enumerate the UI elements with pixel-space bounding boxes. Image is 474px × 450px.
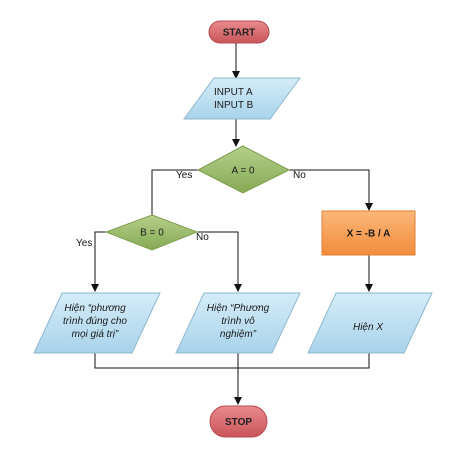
- edge-decision-b-no: [197, 231, 242, 292]
- decision-b-shape: [104, 214, 199, 251]
- input-label-b: INPUT B: [214, 100, 254, 111]
- stop-label: STOP: [225, 417, 252, 428]
- output-no-solution-shape: [175, 292, 301, 354]
- output-x: Hiện X: [307, 292, 433, 354]
- edge-decision-a-no: [289, 169, 373, 211]
- decision-b-yes-label: Yes: [76, 238, 92, 249]
- start-terminal-shape: [208, 20, 270, 44]
- input-label-a: INPUT A: [214, 87, 253, 98]
- process-compute-x-label: X = -B / A: [347, 229, 391, 240]
- output-all-values: Hiện “phương trình đúng cho mọi giá trị”: [33, 292, 161, 354]
- stop-terminal-shape: [209, 405, 268, 438]
- decision-b: B = 0: [104, 214, 199, 251]
- process-compute-x-shape: [321, 210, 416, 256]
- decision-a: A = 0: [196, 145, 291, 194]
- edge-decision-b-yes: [91, 231, 106, 292]
- output-no-solution-line3: nghiệm”: [220, 329, 257, 340]
- output-no-solution-line2: trình vô: [221, 316, 255, 327]
- output-no-solution-line1: Hiện “Phương: [207, 303, 270, 314]
- start-terminal: START: [208, 20, 270, 44]
- start-label: START: [223, 28, 256, 39]
- output-all-values-line1: Hiện “phương: [64, 303, 126, 314]
- decision-a-yes-label: Yes: [176, 170, 192, 181]
- decision-a-shape: [196, 145, 291, 194]
- output-all-values-shape: [33, 292, 161, 354]
- edge-output-all-down: [94, 353, 238, 369]
- input-node: INPUT A INPUT B: [183, 77, 301, 120]
- process-compute-x: X = -B / A: [321, 210, 416, 256]
- edges: [91, 42, 373, 405]
- edge-output-x-down: [238, 353, 370, 369]
- output-all-values-line2: trình đúng cho: [63, 316, 127, 327]
- input-node-shape: [183, 77, 301, 120]
- stop-terminal: STOP: [209, 405, 268, 438]
- output-x-label: Hiện X: [353, 322, 383, 333]
- edge-decision-a-yes: [151, 169, 198, 215]
- decision-a-no-label: No: [293, 170, 306, 181]
- output-x-shape: [307, 292, 433, 354]
- output-no-solution: Hiện “Phương trình vô nghiệm”: [175, 292, 301, 354]
- decision-b-label: B = 0: [140, 228, 164, 239]
- decision-a-label: A = 0: [231, 166, 255, 177]
- output-all-values-line3: mọi giá trị”: [72, 329, 119, 340]
- decision-b-no-label: No: [196, 232, 209, 243]
